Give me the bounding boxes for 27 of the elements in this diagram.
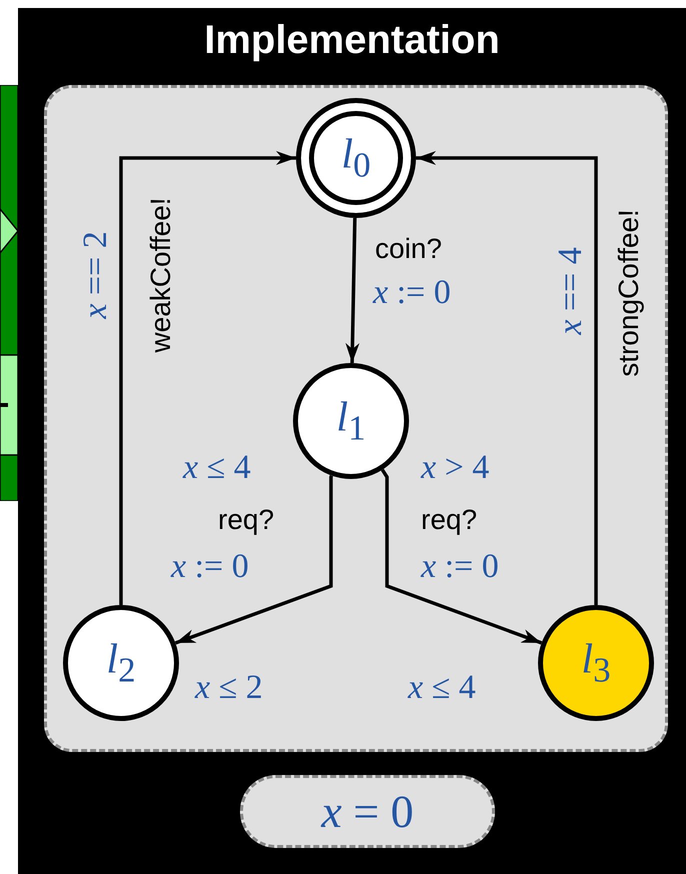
transition-arrow (345, 218, 360, 364)
panel-title: Implementation (203, 20, 501, 60)
clock-label: x := 0 (171, 550, 249, 584)
transition-arrow (380, 468, 542, 645)
transition-arrow (416, 151, 598, 605)
clock-label: x := 0 (421, 550, 499, 584)
guard-label: x == 4 (554, 247, 588, 335)
clock-label: x := 0 (373, 276, 451, 310)
state-label: l$_{0}$ (341, 133, 371, 183)
invariant-label: x ≤ 4 (408, 671, 476, 705)
clock-initial-value: x = 0 (321, 788, 414, 834)
state-label: l$_{2}$ (106, 638, 136, 688)
clock-label: x > 4 (421, 451, 490, 485)
panel-background (18, 8, 686, 874)
state-label: l$_{3}$ (581, 638, 611, 688)
clock-label: x ≤ 4 (183, 451, 251, 485)
transition-arrow (174, 475, 334, 645)
transition-arrow (119, 151, 296, 605)
action-label: req? (421, 506, 478, 534)
guard-label: x == 2 (79, 231, 113, 319)
state-label: l$_{1}$ (336, 396, 366, 446)
automaton-area (44, 85, 668, 752)
action-label: req? (218, 506, 274, 534)
action-label: coin? (375, 235, 442, 263)
action-label: weakCoffee! (147, 197, 175, 353)
action-label: strongCoffee! (615, 209, 643, 377)
invariant-label: x ≤ 2 (195, 671, 263, 705)
